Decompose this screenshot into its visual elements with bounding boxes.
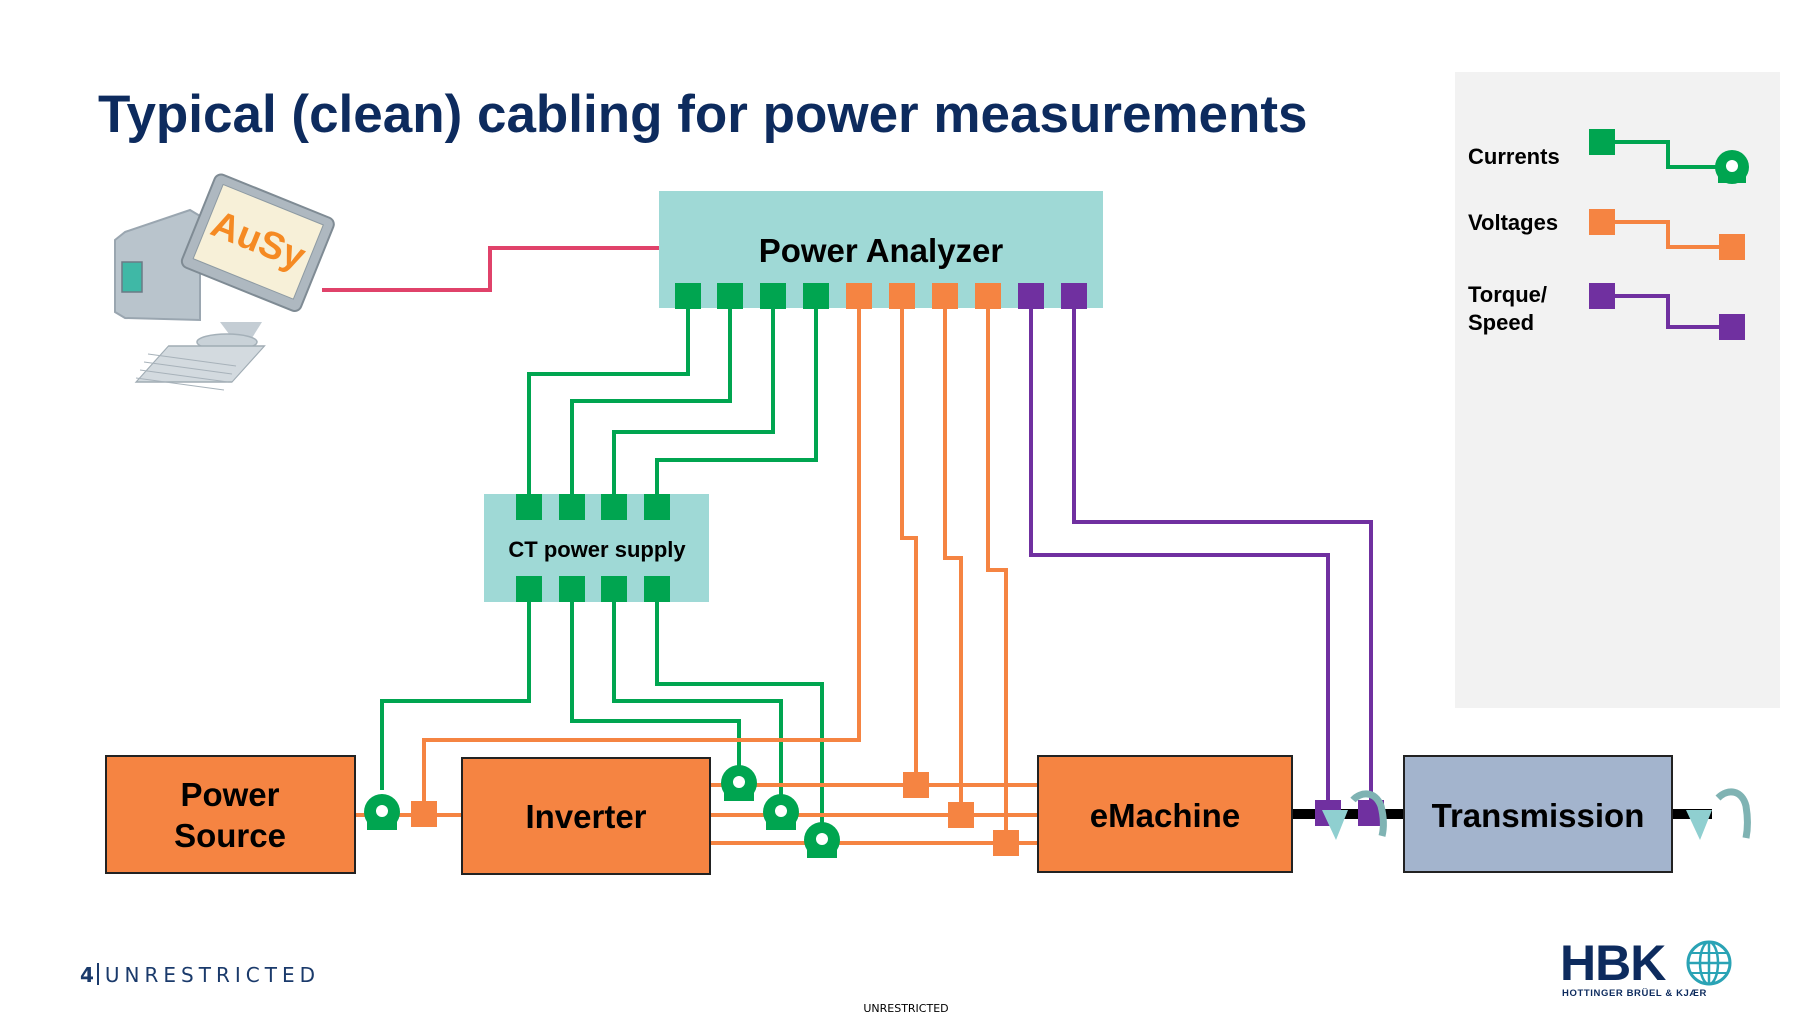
- logo-letters: HBK: [1560, 935, 1666, 991]
- legend-speed-label: Speed: [1468, 310, 1534, 335]
- footer-divider: [96, 963, 99, 985]
- footer-classification-center: UNRESTRICTED: [863, 1002, 949, 1015]
- legend-voltage-symbol: [1589, 209, 1745, 260]
- emachine-block: eMachine: [1037, 755, 1293, 873]
- analyzer-connectors: [675, 283, 1087, 309]
- rotation-arrow-icon: [1686, 788, 1751, 840]
- hbk-logo: HBK HOTTINGER BRÜEL & KJÆR: [1560, 935, 1740, 999]
- ct-supply-connectors: [516, 494, 670, 602]
- inverter-label: Inverter: [525, 798, 646, 835]
- ct-power-supply-label: CT power supply: [508, 537, 686, 562]
- page-number: 4: [80, 963, 94, 987]
- emachine-label: eMachine: [1090, 797, 1240, 834]
- classification-label: UNRESTRICTED: [104, 963, 320, 987]
- torque-speed-cables: [1029, 296, 1373, 812]
- computer-icon: AuSy: [114, 173, 335, 391]
- legend-voltages-label: Voltages: [1468, 210, 1558, 235]
- transmission-label: Transmission: [1432, 797, 1645, 834]
- ct-clamp-icon: [804, 822, 840, 858]
- inverter-block: Inverter: [461, 757, 711, 875]
- power-source-label-line2: Source: [174, 817, 286, 854]
- current-cables: [380, 296, 824, 830]
- legend-current-symbol: [1589, 129, 1749, 184]
- logo-subtitle: HOTTINGER BRÜEL & KJÆR: [1562, 988, 1707, 999]
- voltage-taps: [411, 772, 1019, 856]
- rotation-arrow-icon: [1322, 790, 1387, 840]
- power-source-label-line1: Power: [180, 776, 279, 813]
- power-analyzer-label: Power Analyzer: [759, 232, 1004, 269]
- legend-ct-clamp-icon: [1715, 150, 1749, 184]
- power-source-block: Power Source: [105, 755, 356, 874]
- globe-icon: [1686, 940, 1732, 986]
- legend-currents-label: Currents: [1468, 144, 1560, 169]
- ct-clamp-icon: [364, 794, 400, 830]
- ct-clamp-icon: [721, 765, 757, 801]
- legend: Currents Voltages Torque/ Speed: [1455, 72, 1780, 708]
- page-title: Typical (clean) cabling for power measur…: [98, 85, 1308, 144]
- ct-clamp-icons: [364, 765, 840, 858]
- pc-link-cable: [322, 246, 659, 292]
- transmission-block: Transmission: [1403, 755, 1673, 873]
- legend-torque-symbol: [1589, 283, 1745, 340]
- ct-clamp-icon: [763, 794, 799, 830]
- legend-torque-label: Torque/: [1468, 282, 1547, 307]
- page-footer: 4 UNRESTRICTED: [80, 963, 320, 987]
